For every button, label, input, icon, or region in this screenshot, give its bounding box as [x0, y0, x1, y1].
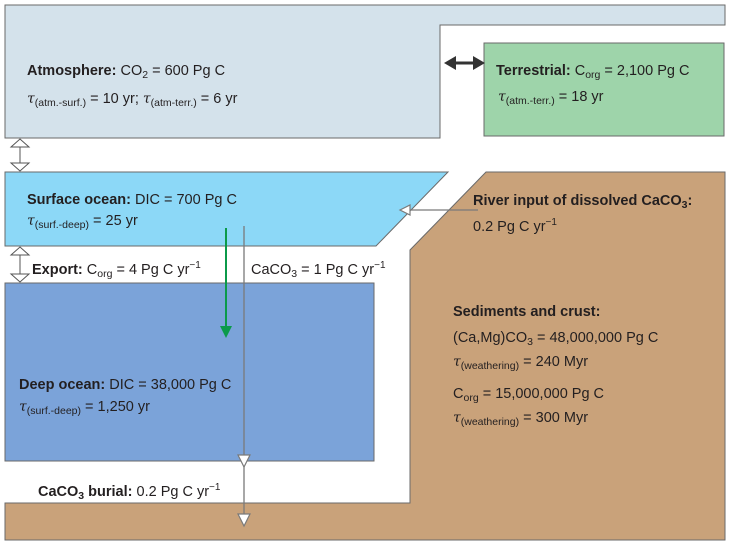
export-caco3-sub: 3 — [291, 267, 298, 280]
sediments-organic-tau: τ(weathering) = 300 Myr — [453, 409, 588, 427]
surface-ocean-box — [4, 171, 450, 247]
river-input-name-end: : — [687, 193, 693, 209]
atmosphere-tau2-sub: (atm-terr.) — [150, 97, 197, 109]
sediments-line2-sub: org — [463, 392, 479, 404]
atmosphere-value-prefix: CO — [120, 63, 143, 79]
river-input-unit-sup: −1 — [545, 217, 557, 228]
sediments-carbonate-line: (Ca,Mg)CO3 = 48,000,000 Pg C — [453, 329, 658, 347]
tau-symbol: τ — [498, 89, 506, 105]
sediments-tau1-rest: = 240 Myr — [519, 354, 589, 370]
river-input-name: River input of dissolved CaCO — [473, 193, 682, 209]
export-caco3-prefix: CaCO — [251, 261, 292, 278]
river-input-value-text: 0.2 Pg C yr — [473, 218, 546, 235]
atmosphere-tau2-rest: = 6 yr — [196, 91, 238, 107]
terrestrial-tau-rest: = 18 yr — [554, 89, 604, 105]
tau-symbol: τ — [453, 410, 461, 426]
sediments-carbonate-tau: τ(weathering) = 240 Myr — [453, 353, 588, 371]
export-corg-rest: = 4 Pg C yr — [112, 261, 190, 278]
deep-ocean-label: Deep ocean: DIC = 38,000 Pg C — [19, 376, 231, 394]
export-corg-unit-sup: −1 — [189, 260, 201, 271]
tau-symbol: τ — [19, 399, 27, 415]
atmosphere-residence-times: τ(atm.-surf.) = 10 yr; τ(atm-terr.) = 6 … — [27, 90, 237, 108]
burial-name-prefix: CaCO — [38, 483, 79, 500]
sediments-line1-prefix: (Ca,Mg)CO — [453, 330, 528, 346]
atmosphere-label: Atmosphere: CO2 = 600 Pg C — [27, 62, 225, 80]
export-corg-prefix: C — [82, 261, 98, 278]
atmosphere-tau1-sub: (atm.-surf.) — [34, 97, 87, 109]
surface-ocean-label: Surface ocean: DIC = 700 Pg C — [27, 191, 237, 209]
surface-ocean-tau-sub: (surf.-deep) — [34, 219, 90, 231]
atmosphere-tau1-rest: = 10 yr; — [86, 91, 143, 107]
sediments-tau2-rest: = 300 Myr — [519, 410, 589, 426]
atm-surf-arrowhead-up — [9, 138, 31, 148]
surf-deep-arrowhead-down — [9, 273, 31, 283]
river-input-arrowhead — [398, 204, 411, 216]
atmosphere-name: Atmosphere: — [27, 63, 117, 79]
surface-ocean-name: Surface ocean: — [27, 192, 131, 208]
caco3-burial-arrowhead — [237, 513, 251, 528]
burial-value: 0.2 Pg C yr — [132, 483, 210, 500]
sediments-tau2-sub: (weathering) — [460, 416, 520, 428]
tau-symbol: τ — [453, 354, 461, 370]
river-input-label: River input of dissolved CaCO3: — [473, 192, 692, 210]
surface-ocean-tau-rest: = 25 yr — [89, 213, 138, 229]
export-name: Export: — [32, 261, 83, 278]
deep-ocean-tau-rest: = 1,250 yr — [81, 399, 150, 415]
sediments-line2-prefix: C — [453, 386, 464, 402]
atmosphere-value-rest: = 600 Pg C — [148, 63, 226, 79]
atm-terr-arrowhead-left — [444, 56, 456, 70]
caco3-burial-label: CaCO3 burial: 0.2 Pg C yr−1 — [38, 479, 220, 501]
river-input-name-sub: 3 — [681, 199, 688, 211]
atm-surf-arrowhead-down — [9, 162, 31, 172]
tau-symbol: τ — [27, 213, 35, 229]
sediments-line1-rest: = 48,000,000 Pg C — [532, 330, 659, 346]
sediments-tau1-sub: (weathering) — [460, 360, 520, 372]
deep-ocean-value: DIC = 38,000 Pg C — [105, 377, 232, 393]
surface-ocean-residence-time: τ(surf.-deep) = 25 yr — [27, 212, 138, 230]
sediments-organic-line: Corg = 15,000,000 Pg C — [453, 385, 604, 403]
terrestrial-value-rest: = 2,100 Pg C — [600, 63, 690, 79]
sediments-line2-rest: = 15,000,000 Pg C — [478, 386, 605, 402]
surf-deep-arrowhead-up — [9, 246, 31, 256]
deep-ocean-tau-sub: (surf.-deep) — [26, 405, 82, 417]
burial-unit-sup: −1 — [209, 482, 221, 493]
export-corg-sub: org — [97, 267, 113, 280]
atmosphere-box — [4, 4, 726, 139]
export-caco3-unit-sup: −1 — [374, 260, 386, 271]
burial-name-sub: 3 — [78, 489, 85, 502]
terrestrial-value-sub: org — [585, 69, 601, 81]
deep-ocean-box — [4, 282, 375, 462]
atm-terr-arrowhead-right — [473, 56, 485, 70]
river-input-value: 0.2 Pg C yr−1 — [473, 214, 557, 236]
tau-symbol: τ — [142, 91, 151, 107]
export-corg-label: Export: Corg = 4 Pg C yr−1 — [32, 257, 201, 279]
sediments-region — [4, 171, 726, 541]
deep-ocean-residence-time: τ(surf.-deep) = 1,250 yr — [19, 398, 150, 416]
terrestrial-tau-sub: (atm.-terr.) — [505, 95, 555, 107]
export-caco3-rest: = 1 Pg C yr — [297, 261, 375, 278]
terrestrial-residence-time: τ(atm.-terr.) = 18 yr — [498, 88, 604, 106]
atmosphere-value-sub: 2 — [142, 69, 149, 81]
sediments-line1-sub: 3 — [527, 336, 533, 348]
tau-symbol: τ — [27, 91, 35, 107]
terrestrial-name: Terrestrial: — [496, 63, 571, 79]
surface-ocean-value: DIC = 700 Pg C — [130, 192, 237, 208]
terrestrial-value-prefix: C — [570, 63, 586, 79]
burial-name-rest: burial: — [84, 483, 133, 500]
caco3-mid-arrowhead — [237, 454, 251, 469]
terrestrial-label: Terrestrial: Corg = 2,100 Pg C — [496, 62, 689, 80]
sediments-title: Sediments and crust: — [453, 304, 601, 320]
deep-ocean-name: Deep ocean: — [19, 377, 106, 393]
export-caco3-label: CaCO3 = 1 Pg C yr−1 — [251, 257, 386, 279]
terrestrial-box — [483, 42, 725, 137]
